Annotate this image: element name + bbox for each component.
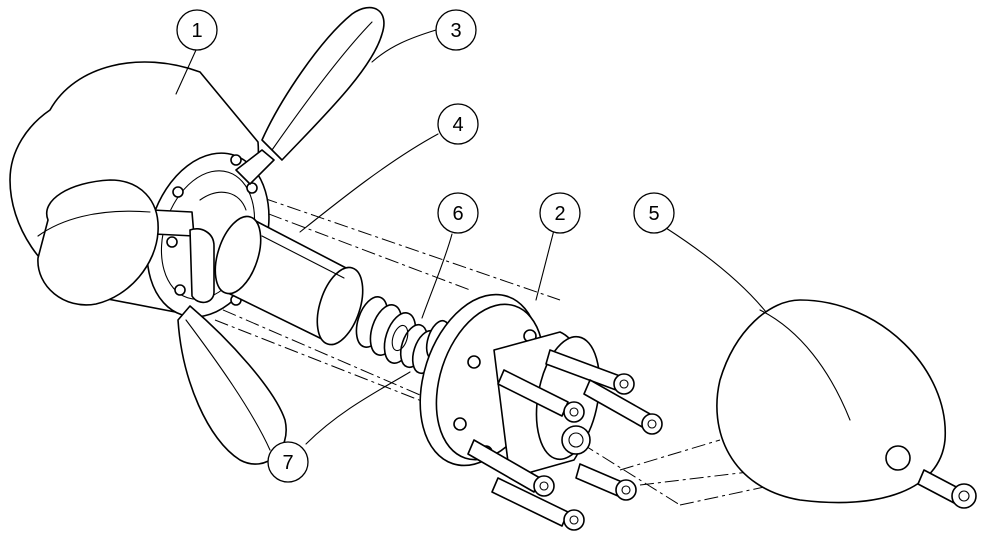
spinner-cone [716,299,977,509]
callout-spring: 6 [437,192,479,234]
bolts [467,349,663,531]
bolt [497,369,585,423]
callout-retainer-plate: 2 [539,192,581,234]
callout-blade: 3 [435,9,477,51]
bolt [583,379,663,435]
leader-lines [175,29,767,445]
callout-shaft-sleeve: 4 [437,103,479,145]
callout-label: 5 [648,203,659,225]
callout-hub: 1 [176,9,218,51]
callout-label: 1 [191,20,202,42]
callout-label: 2 [554,203,565,225]
bolt [467,439,555,497]
callout-label: 6 [452,203,463,225]
callout-label: 7 [282,452,293,474]
callout-label: 3 [450,20,461,42]
bolt [575,463,637,501]
callout-label: 4 [452,114,463,136]
shaft-sleeve [214,215,364,346]
callout-washer-spring: 7 [267,441,309,483]
bolt [491,477,585,531]
propeller-blade-upper [261,6,385,161]
propeller-blade-left [37,179,159,306]
bolt [545,349,635,395]
spring-assembly [355,296,451,375]
callout-spinner-cone: 5 [633,192,675,234]
